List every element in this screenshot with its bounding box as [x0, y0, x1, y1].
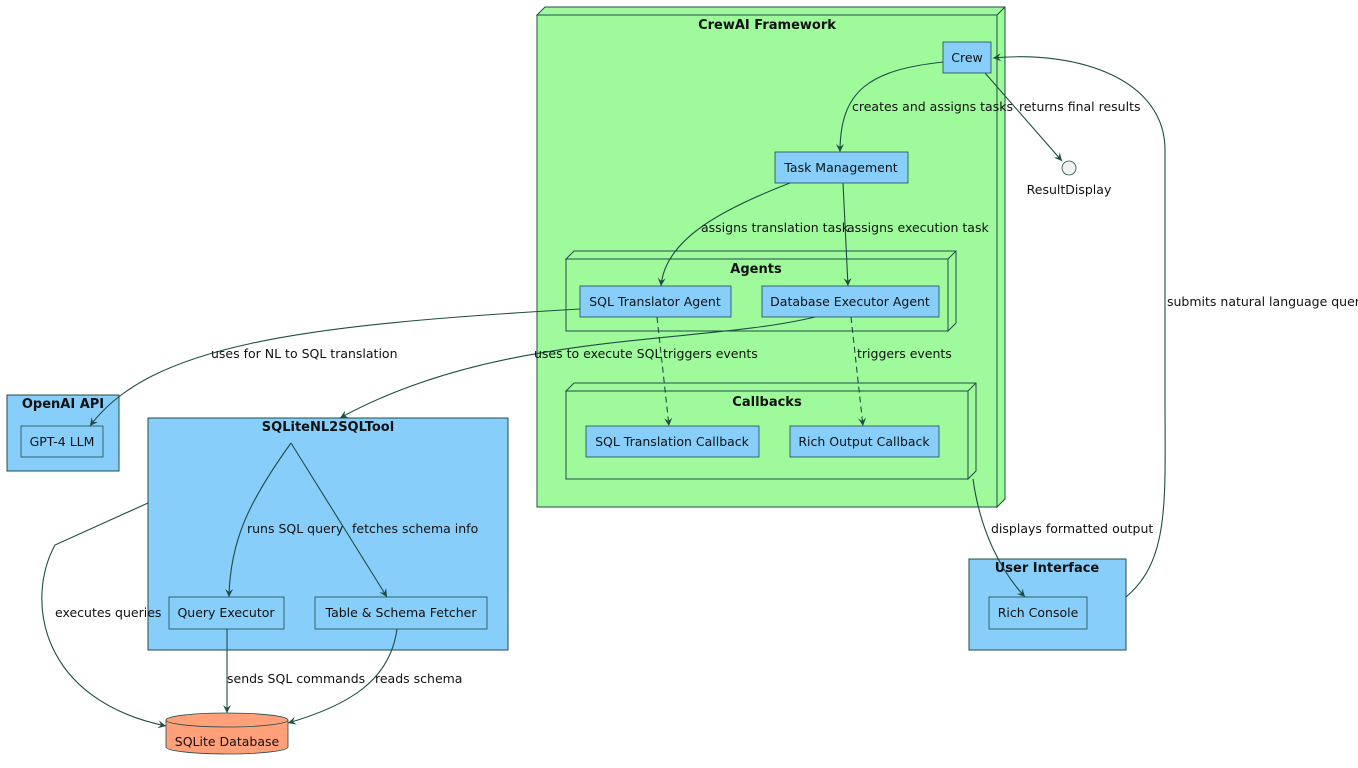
callbacks-title: Callbacks — [732, 395, 802, 410]
query-executor-node: Query Executor — [168, 596, 285, 630]
sql-translation-callback-node: SQL Translation Callback — [585, 425, 760, 458]
svg-text:Task Management: Task Management — [783, 160, 897, 175]
edge-tool-to-database — [41, 502, 167, 729]
svg-text:Database Executor Agent: Database Executor Agent — [770, 294, 930, 309]
label-displays-output: displays formatted output — [991, 521, 1153, 536]
edge-schema-fetcher-to-database — [287, 628, 398, 725]
edge-translator-to-callback — [656, 316, 673, 427]
label-returns-results: returns final results — [1019, 99, 1140, 114]
label-reads-schema: reads schema — [375, 671, 462, 686]
task-management-node: Task Management — [774, 151, 909, 184]
svg-text:Rich Console: Rich Console — [998, 605, 1079, 620]
label-uses-nl-sql: uses for NL to SQL translation — [211, 346, 398, 361]
database-executor-agent-node: Database Executor Agent — [761, 285, 940, 318]
user-interface-title: User Interface — [995, 561, 1100, 576]
svg-text:GPT-4 LLM: GPT-4 LLM — [30, 434, 95, 449]
edge-task-to-translator — [657, 182, 791, 287]
label-executes-queries: executes queries — [55, 605, 161, 620]
edge-crew-to-result-display — [984, 72, 1063, 162]
svg-text:ResultDisplay: ResultDisplay — [1027, 182, 1112, 197]
rich-output-callback-node: Rich Output Callback — [789, 425, 940, 458]
label-uses-execute-sql: uses to execute SQL — [534, 346, 661, 361]
label-submits-query: submits natural language query — [1167, 294, 1358, 309]
edge-task-to-executor — [842, 182, 852, 287]
label-triggers-events-2: triggers events — [857, 346, 952, 361]
label-fetches-schema: fetches schema info — [352, 521, 478, 536]
svg-text:Rich Output Callback: Rich Output Callback — [798, 434, 930, 449]
label-creates-assigns: creates and assigns tasks — [852, 99, 1013, 114]
crew-node: Crew — [942, 41, 992, 74]
svg-text:SQL Translation Callback: SQL Translation Callback — [595, 434, 750, 449]
edge-callbacks-to-console — [972, 478, 1026, 598]
agents-title: Agents — [730, 262, 782, 277]
label-assigns-execution: assigns execution task — [847, 220, 989, 235]
edge-tool-to-schema-fetcher — [290, 442, 388, 598]
label-sends-sql: sends SQL commands — [227, 671, 365, 686]
svg-text:SQL Translator Agent: SQL Translator Agent — [589, 294, 721, 309]
edge-executor-to-rich-callback — [850, 316, 867, 427]
sqlite-database-node: SQLite Database — [165, 712, 289, 755]
label-runs-sql-query: runs SQL query — [247, 521, 344, 536]
edge-translator-to-gpt4 — [89, 308, 581, 427]
table-schema-fetcher-node: Table & Schema Fetcher — [314, 596, 488, 630]
label-triggers-events-1: triggers events — [663, 346, 758, 361]
gpt4-llm-node: GPT-4 LLM — [20, 425, 104, 458]
svg-text:Table & Schema Fetcher: Table & Schema Fetcher — [325, 605, 478, 620]
svg-text:Query Executor: Query Executor — [177, 605, 275, 620]
rich-console-node: Rich Console — [988, 596, 1088, 630]
edge-crew-to-task-management — [836, 61, 944, 153]
edge-executor-to-tool — [339, 316, 816, 419]
svg-text:SQLite Database: SQLite Database — [175, 734, 280, 749]
edge-tool-to-query-executor — [225, 442, 292, 598]
svg-text:Crew: Crew — [951, 50, 983, 65]
sql-translator-agent-node: SQL Translator Agent — [579, 285, 732, 318]
result-display-node: ResultDisplay — [1027, 160, 1112, 197]
label-assigns-translation: assigns translation task — [701, 220, 850, 235]
sqlite-tool-title: SQLiteNL2SQLTool — [262, 420, 394, 435]
edge-console-to-crew — [992, 53, 1166, 598]
crewai-framework-title: CrewAI Framework — [698, 18, 836, 33]
openai-api-title: OpenAI API — [22, 397, 104, 412]
